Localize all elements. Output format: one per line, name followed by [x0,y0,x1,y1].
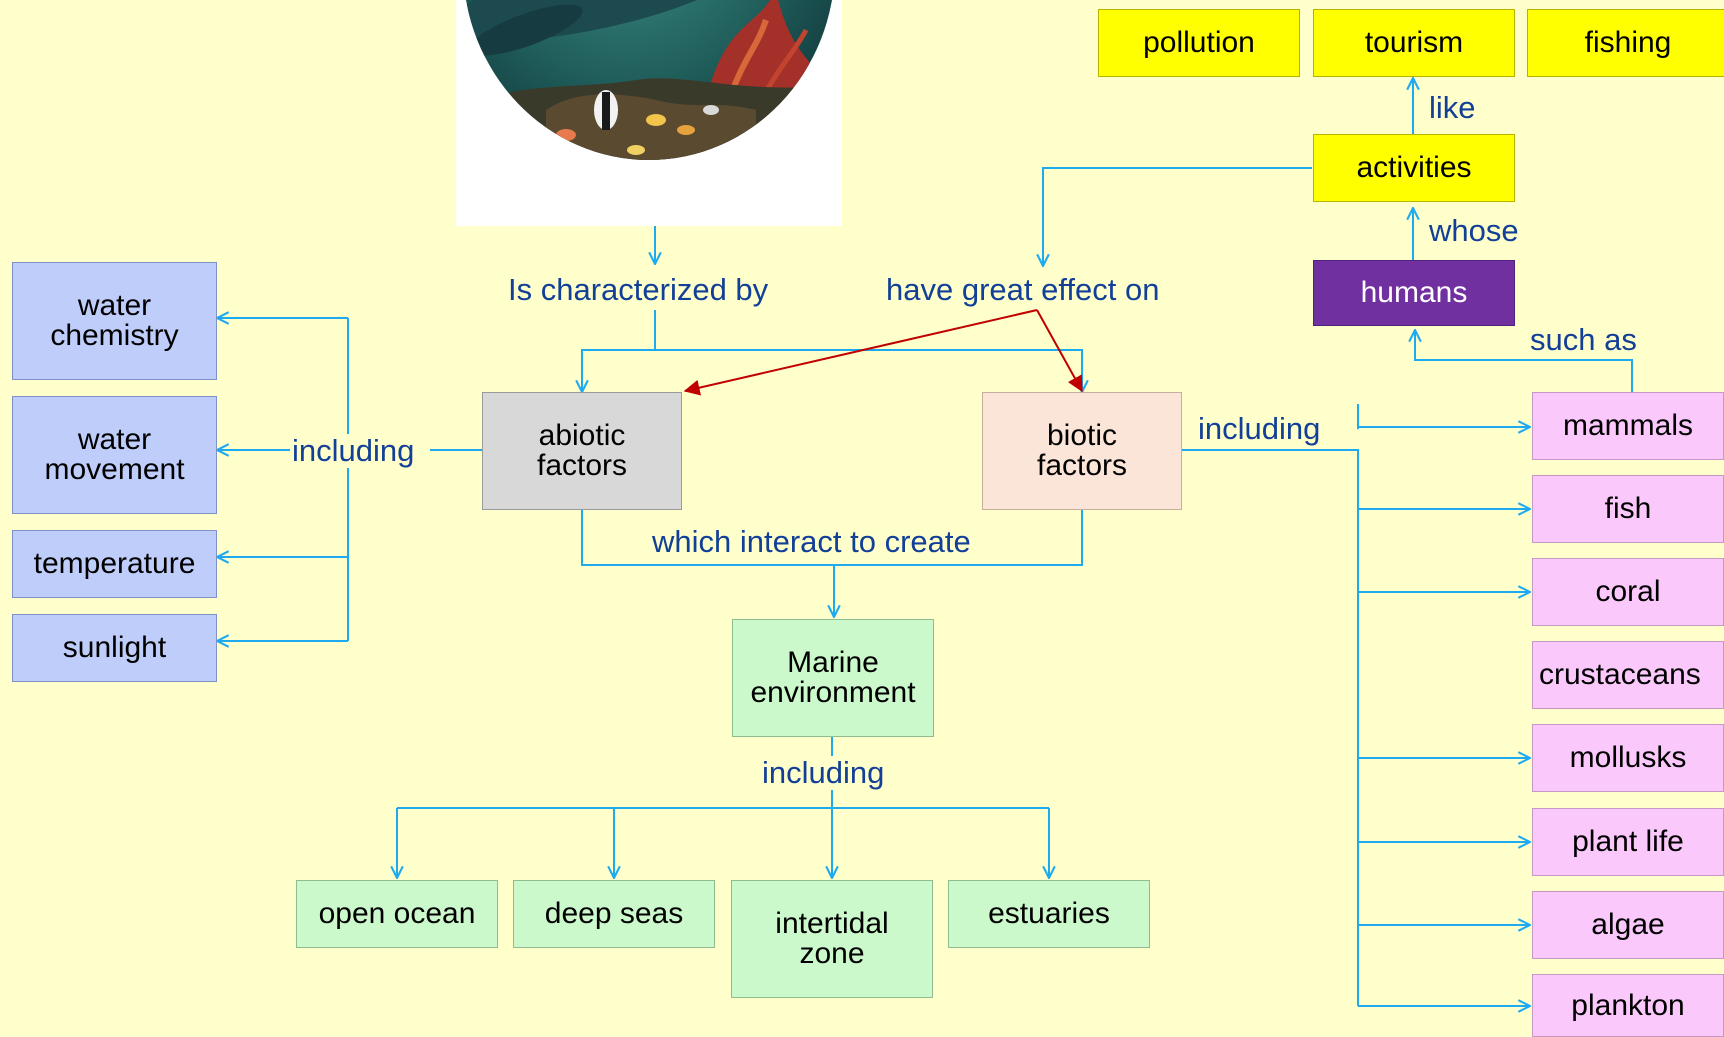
mollusks-label: mollusks [1569,741,1687,774]
mammals-label: mammals [1562,409,1693,442]
activities-label: activities [1356,151,1472,184]
biotic-factors-label: biotic factors [1036,419,1128,482]
temperature-label: temperature [33,547,196,580]
node-pollution: pollution [1098,9,1300,77]
node-deep-seas: deep seas [513,880,715,948]
node-sunlight: sunlight [12,614,217,682]
node-fishing: fishing [1527,9,1724,77]
estuaries-label: estuaries [988,897,1110,930]
node-estuaries: estuaries [948,880,1150,948]
sunlight-label: sunlight [62,631,167,664]
tourism-label: tourism [1364,26,1464,59]
link-such-as: such as [1530,322,1637,357]
link-whose: whose [1429,213,1519,248]
node-plankton: plankton [1532,974,1724,1037]
link-including-marine: including [760,755,887,790]
link-is-characterized-by: Is characterized by [506,272,771,307]
node-open-ocean: open ocean [296,880,498,948]
node-abiotic-factors: abiotic factors [482,392,682,510]
plant-life-label: plant life [1572,825,1684,858]
link-which-interact-to-create: which interact to create [652,524,971,559]
crustaceans-label: crustaceans [1539,658,1701,691]
link-have-great-effect-on: have great effect on [884,272,1162,307]
abiotic-factors-label: abiotic factors [536,419,628,482]
water-chemistry-label: water chemistry [50,289,179,352]
link-including-abiotic: including [290,433,417,468]
fishing-label: fishing [1584,26,1672,59]
node-biotic-factors: biotic factors [982,392,1182,510]
open-ocean-label: open ocean [318,897,476,930]
node-plant-life: plant life [1532,808,1724,876]
node-water-movement: water movement [12,396,217,514]
node-coral: coral [1532,558,1724,626]
node-temperature: temperature [12,530,217,598]
pollution-label: pollution [1143,26,1255,59]
underwater-scene-image [456,0,842,226]
node-crustaceans: crustaceans [1532,641,1724,709]
node-tourism: tourism [1313,9,1515,77]
link-including-biotic: including [1196,411,1323,446]
node-water-chemistry: water chemistry [12,262,217,380]
fish-label: fish [1604,492,1652,525]
deep-seas-label: deep seas [544,897,684,930]
plankton-label: plankton [1571,988,1685,1022]
node-marine-environment: Marine environment [732,619,934,737]
water-movement-label: water movement [44,423,185,486]
node-mollusks: mollusks [1532,724,1724,792]
intertidal-zone-label: intertidal zone [775,907,889,970]
link-like: like [1429,90,1476,125]
algae-label: algae [1591,908,1665,941]
node-mammals: mammals [1532,392,1724,460]
humans-label: humans [1360,276,1468,309]
node-intertidal-zone: intertidal zone [731,880,933,998]
node-activities: activities [1313,134,1515,202]
node-algae: algae [1532,891,1724,959]
node-humans: humans [1313,260,1515,326]
node-fish: fish [1532,475,1724,543]
marine-environment-label: Marine environment [750,646,916,709]
coral-label: coral [1595,575,1661,608]
